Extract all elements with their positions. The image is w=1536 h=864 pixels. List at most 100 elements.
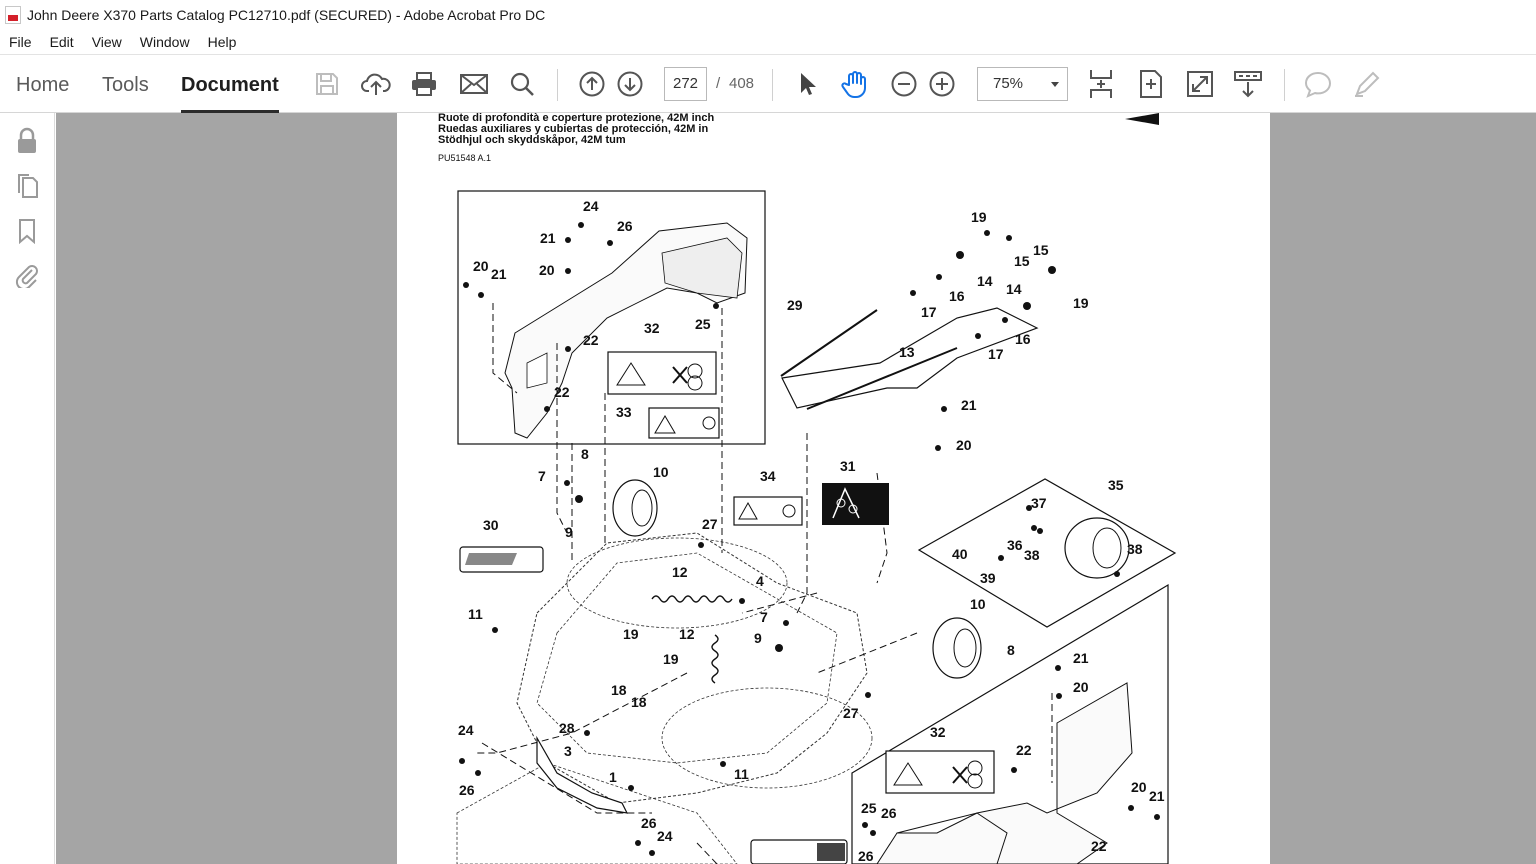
fit-page-icon[interactable] xyxy=(1136,69,1166,99)
document-viewer[interactable]: Ruote di profondità e coperture protezio… xyxy=(56,113,1536,864)
callout-number: 15 xyxy=(1014,253,1030,269)
full-screen-icon[interactable] xyxy=(1185,69,1215,99)
callout-number: 17 xyxy=(988,346,1004,362)
callout-number: 38 xyxy=(1024,547,1040,563)
highlight-pen-icon[interactable] xyxy=(1352,69,1382,99)
pdf-page: Ruote di profondità e coperture protezio… xyxy=(397,113,1270,864)
tab-document[interactable]: Document xyxy=(181,55,279,113)
callout-number: 1 xyxy=(609,769,617,785)
callout-number: 16 xyxy=(949,288,965,304)
callout-number: 20 xyxy=(956,437,972,453)
callout-number: 18 xyxy=(631,694,647,710)
scroll-mode-icon[interactable] xyxy=(1086,69,1116,99)
callout-number: 32 xyxy=(930,724,946,740)
tab-tools[interactable]: Tools xyxy=(102,74,149,96)
cloud-upload-icon[interactable] xyxy=(361,69,391,99)
callout-number: 7 xyxy=(538,468,546,484)
callout-number: 29 xyxy=(787,297,803,313)
callout-number: 16 xyxy=(1015,331,1031,347)
menu-view[interactable]: View xyxy=(91,34,122,50)
callout-number: 14 xyxy=(1006,281,1022,297)
callout-number: 24 xyxy=(458,722,474,738)
callout-number: 4 xyxy=(756,573,764,589)
inset-box-bottom-right xyxy=(851,583,1169,864)
page-thumbnails-icon[interactable] xyxy=(13,172,41,200)
page-total: 408 xyxy=(729,75,755,92)
acrobat-pdf-icon xyxy=(5,6,21,24)
document-id: PU51548 A.1 xyxy=(438,153,492,163)
callout-number: 19 xyxy=(663,651,679,667)
menu-file[interactable]: File xyxy=(9,34,32,50)
callout-number: 21 xyxy=(540,230,556,246)
callout-number: 15 xyxy=(1033,242,1049,258)
inset-box-top-left xyxy=(457,190,766,445)
zoom-value: 75% xyxy=(993,75,1024,92)
title-bar: John Deere X370 Parts Catalog PC12710.pd… xyxy=(0,0,1536,30)
callout-number: 26 xyxy=(617,218,633,234)
callout-number: 22 xyxy=(1016,742,1032,758)
bookmark-icon[interactable] xyxy=(13,217,41,245)
lock-icon[interactable] xyxy=(13,127,41,155)
menu-window[interactable]: Window xyxy=(139,34,190,50)
callout-number: 8 xyxy=(1007,642,1015,658)
callout-number: 11 xyxy=(468,606,483,622)
callout-number: 32 xyxy=(644,320,660,336)
callout-number: 26 xyxy=(881,805,897,821)
menu-edit[interactable]: Edit xyxy=(49,34,74,50)
form-fields-icon[interactable] xyxy=(1233,69,1263,99)
email-icon[interactable] xyxy=(459,69,489,99)
main-toolbar: Home Tools Document 272 / 408 75% xyxy=(0,54,1536,113)
callout-number: 24 xyxy=(657,828,673,844)
callout-number: 22 xyxy=(554,384,570,400)
save-icon[interactable] xyxy=(312,69,342,99)
hand-tool-icon[interactable] xyxy=(840,69,870,99)
zoom-in-icon[interactable] xyxy=(927,69,957,99)
callout-number: 20 xyxy=(473,258,489,274)
previous-page-icon[interactable] xyxy=(577,69,607,99)
callout-number: 28 xyxy=(559,720,575,736)
callout-number: 19 xyxy=(1073,295,1089,311)
comment-icon[interactable] xyxy=(1303,69,1333,99)
tab-home[interactable]: Home xyxy=(16,74,70,96)
menu-bar: File Edit View Window Help xyxy=(0,30,1536,54)
print-icon[interactable] xyxy=(409,69,439,99)
direction-arrow-icon xyxy=(1125,113,1159,125)
zoom-out-icon[interactable] xyxy=(889,69,919,99)
page-header-italian: Ruote di profondità e coperture protezio… xyxy=(438,113,715,124)
menu-help[interactable]: Help xyxy=(207,34,237,50)
callout-number: 30 xyxy=(483,517,499,533)
callout-number: 22 xyxy=(1091,838,1107,854)
window-title: John Deere X370 Parts Catalog PC12710.pd… xyxy=(27,7,546,23)
callout-number: 27 xyxy=(702,516,718,532)
callout-number: 9 xyxy=(754,630,762,646)
select-cursor-icon[interactable] xyxy=(792,69,822,99)
callout-number: 10 xyxy=(970,596,986,612)
callout-number: 21 xyxy=(491,266,507,282)
callout-number: 21 xyxy=(1149,788,1165,804)
callout-number: 20 xyxy=(1131,779,1147,795)
callout-number: 10 xyxy=(653,464,669,480)
next-page-icon[interactable] xyxy=(615,69,645,99)
callout-number: 12 xyxy=(672,564,688,580)
callout-number: 19 xyxy=(623,626,639,642)
callout-number: 27 xyxy=(843,705,859,721)
toolbar-divider xyxy=(557,69,558,101)
page-number-input[interactable]: 272 xyxy=(664,67,707,101)
callout-number: 25 xyxy=(695,316,711,332)
callout-number: 26 xyxy=(858,848,874,864)
attachment-icon[interactable] xyxy=(13,261,41,289)
parts-diagram: 24 26 21 20 21 20 22 22 25 32 33 29 19 1… xyxy=(456,113,1177,864)
toolbar-divider xyxy=(1284,69,1285,101)
page-separator: / xyxy=(716,75,721,92)
callout-number: 34 xyxy=(760,468,776,484)
wheel-kit-frame xyxy=(917,478,1177,628)
callout-number: 38 xyxy=(1127,541,1143,557)
callout-number: 35 xyxy=(1108,477,1124,493)
page-header-swedish: Stödhjul och skyddskåpor, 42M tum xyxy=(438,134,626,146)
callout-number: 14 xyxy=(977,273,993,289)
callout-number: 24 xyxy=(583,198,599,214)
callout-number: 3 xyxy=(564,743,572,759)
zoom-select[interactable]: 75% xyxy=(977,67,1068,101)
search-icon[interactable] xyxy=(507,69,537,99)
callout-number: 11 xyxy=(734,766,749,782)
